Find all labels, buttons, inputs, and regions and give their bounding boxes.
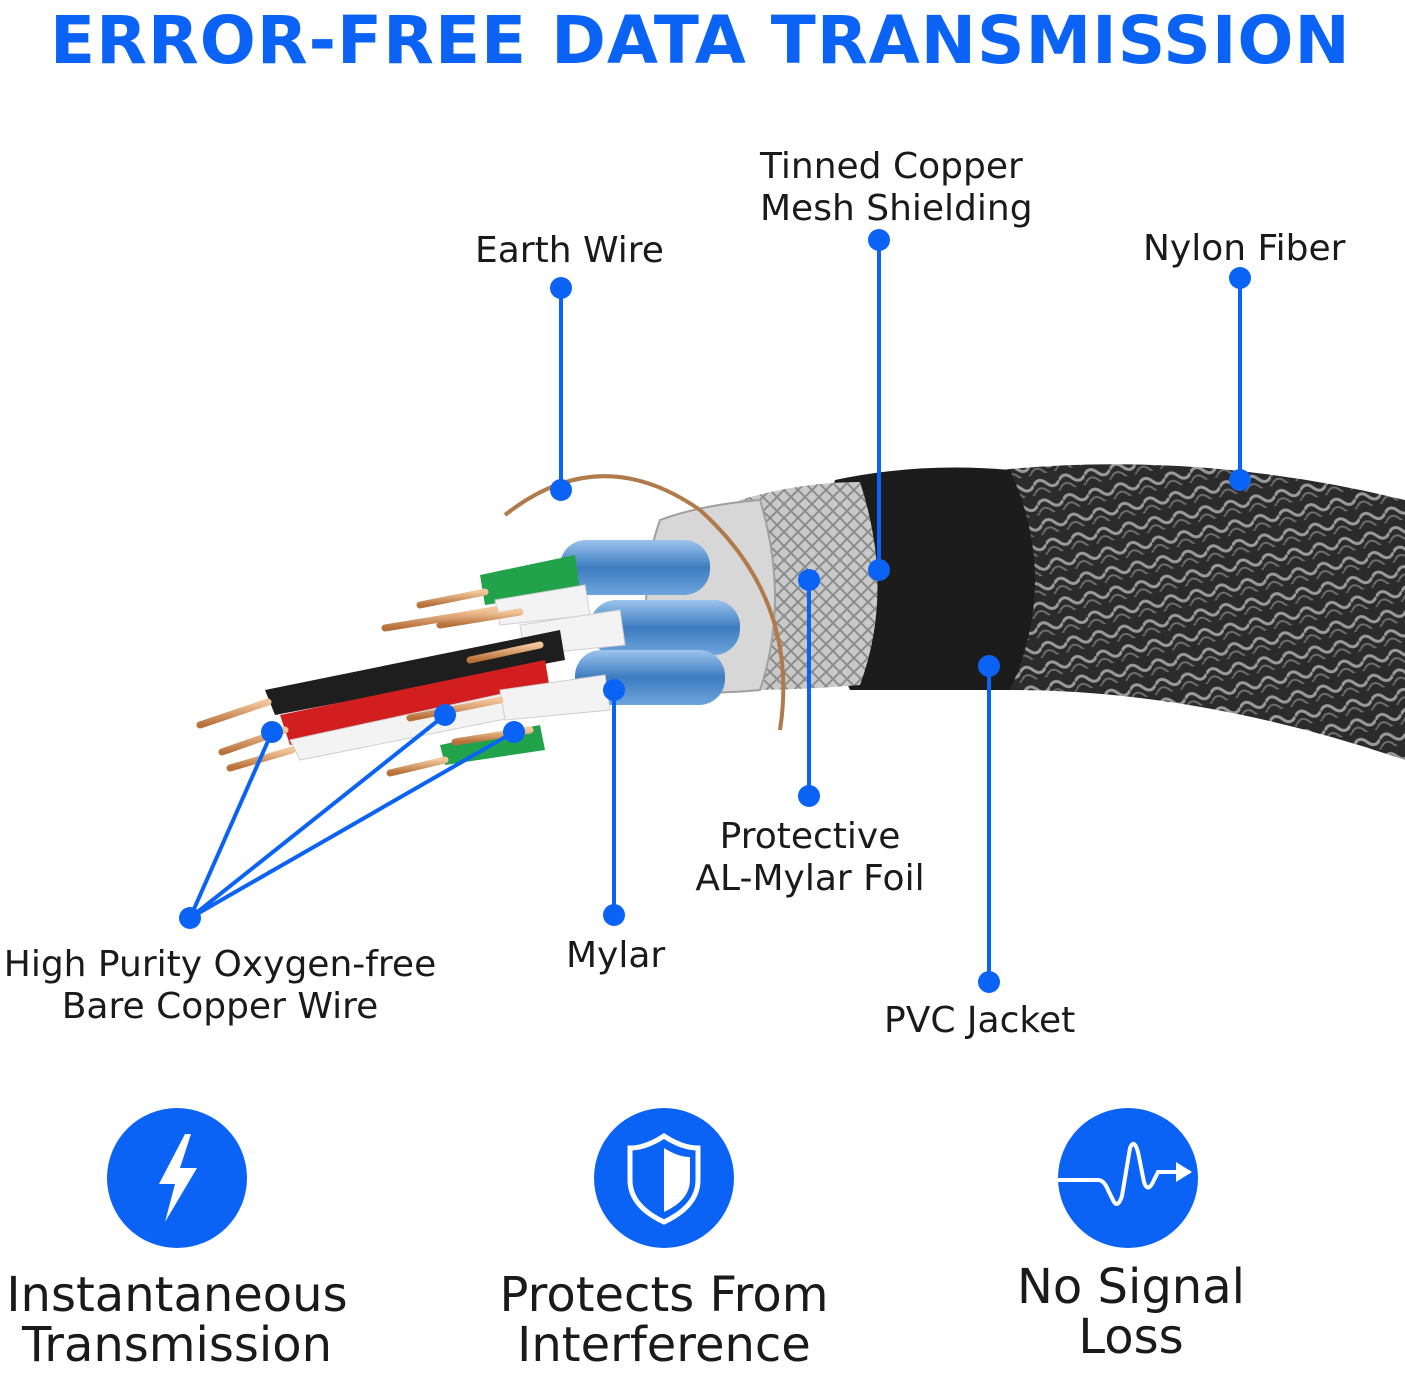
feature-line: No Signal <box>1017 1259 1245 1315</box>
label-tinned-copper-mesh: Tinned Copper Mesh Shielding <box>760 146 1033 230</box>
feature-line: Protects From <box>499 1267 829 1323</box>
label-line: Bare Copper Wire <box>61 986 379 1027</box>
insulated-conductors <box>265 555 626 765</box>
nylon-fiber-braid <box>1000 464 1405 760</box>
label-protective-foil: Protective AL-Mylar Foil <box>690 816 930 900</box>
signal-wave-icon <box>1058 1108 1198 1248</box>
feature-protects-from-interference: Protects From Interference <box>490 1270 838 1370</box>
label-line: Protective <box>719 816 901 857</box>
label-line: High Purity Oxygen-free <box>3 944 437 985</box>
shield-icon <box>594 1108 734 1248</box>
label-nylon-fiber: Nylon Fiber <box>1143 228 1346 269</box>
pvc-jacket <box>820 467 1035 690</box>
feature-line: Transmission <box>21 1317 333 1373</box>
label-earth-wire: Earth Wire <box>475 230 664 271</box>
label-mylar: Mylar <box>566 935 666 976</box>
label-line: Mesh Shielding <box>760 188 1033 229</box>
feature-line: Loss <box>1078 1309 1184 1365</box>
feature-instantaneous-transmission: Instantaneous Transmission <box>0 1270 354 1370</box>
feature-line: Interference <box>517 1317 811 1373</box>
cable-diagram <box>179 229 1405 993</box>
label-line: Tinned Copper <box>760 146 1023 187</box>
leader-dots <box>179 229 1251 993</box>
feature-line: Instantaneous <box>6 1267 348 1323</box>
leader-lines <box>188 240 1242 982</box>
feature-no-signal-loss: No Signal Loss <box>1000 1262 1262 1362</box>
page-title: ERROR-FREE DATA TRANSMISSION <box>50 2 1351 79</box>
label-copper-wire: High Purity Oxygen-free Bare Copper Wire <box>0 944 440 1028</box>
lightning-bolt-icon <box>107 1108 247 1248</box>
label-line: AL-Mylar Foil <box>695 858 925 899</box>
label-pvc-jacket: PVC Jacket <box>884 1000 1076 1041</box>
